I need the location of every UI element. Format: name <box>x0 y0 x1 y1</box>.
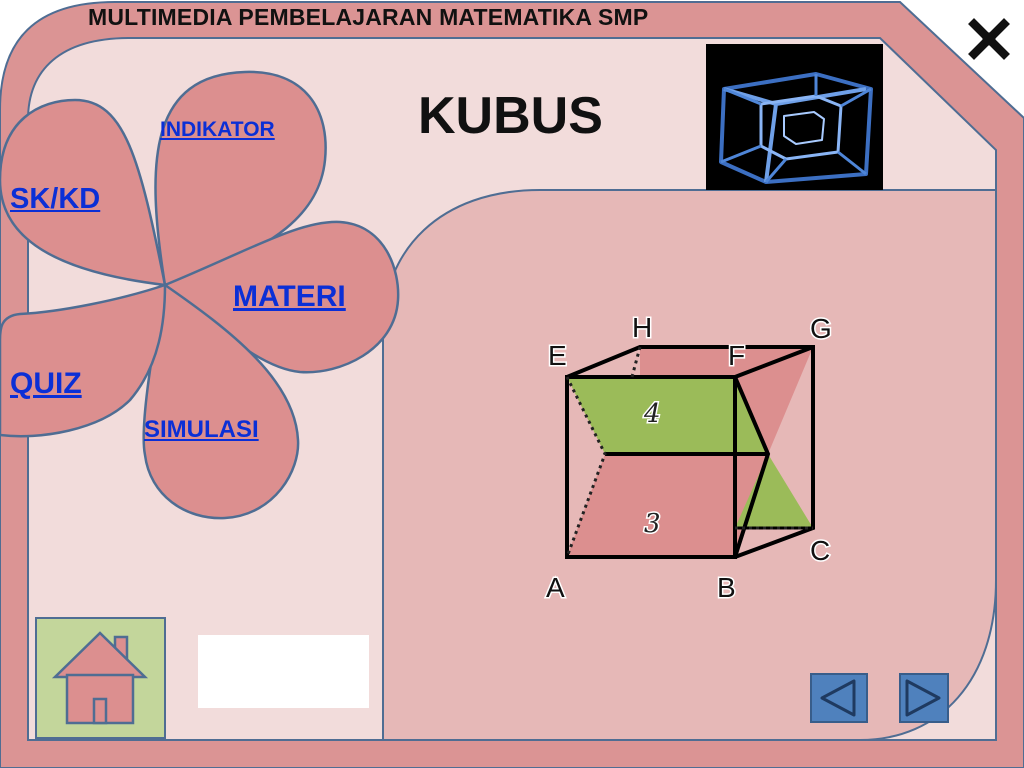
nav-quiz-link[interactable]: QUIZ <box>10 367 82 400</box>
face-label-bottom: 3 <box>644 509 661 539</box>
page-title: KUBUS <box>418 87 603 145</box>
app-title: MULTIMEDIA PEMBELAJARAN MATEMATIKA SMP <box>88 4 649 30</box>
nav-materi-link[interactable]: MATERI <box>233 280 346 313</box>
next-button[interactable] <box>899 673 949 723</box>
cube-face-back <box>640 347 813 454</box>
vertex-label-a: A <box>546 572 565 603</box>
cube-face-bottom <box>567 454 768 557</box>
hypercube-icon <box>719 72 873 184</box>
vertex-label-c: C <box>810 535 830 566</box>
cube-face-side <box>735 454 813 528</box>
vertex-label-b: B <box>717 572 736 603</box>
nav-simulasi-link[interactable]: SIMULASI <box>144 416 259 443</box>
close-button[interactable] <box>960 10 1018 68</box>
menu-flower <box>0 70 400 520</box>
cube-diagram: E H F G C A B 4 3 <box>545 311 834 605</box>
nav-skkd-link[interactable]: SK/KD <box>10 183 101 215</box>
vertex-label-h: H <box>632 312 652 343</box>
blank-box <box>198 635 369 708</box>
hypercube-image <box>706 44 883 190</box>
close-icon <box>964 14 1014 64</box>
home-button[interactable] <box>35 617 166 739</box>
nav-indikator-link[interactable]: INDIKATOR <box>160 118 275 141</box>
arrow-left-icon <box>820 679 856 717</box>
vertex-label-e: E <box>548 340 567 371</box>
previous-button[interactable] <box>810 673 868 723</box>
vertex-label-g: G <box>810 313 832 344</box>
home-icon <box>51 631 149 725</box>
cube-face-top <box>567 377 768 454</box>
face-label-top: 4 <box>643 399 661 429</box>
vertex-label-f: F <box>728 340 745 371</box>
arrow-right-icon <box>905 679 941 717</box>
